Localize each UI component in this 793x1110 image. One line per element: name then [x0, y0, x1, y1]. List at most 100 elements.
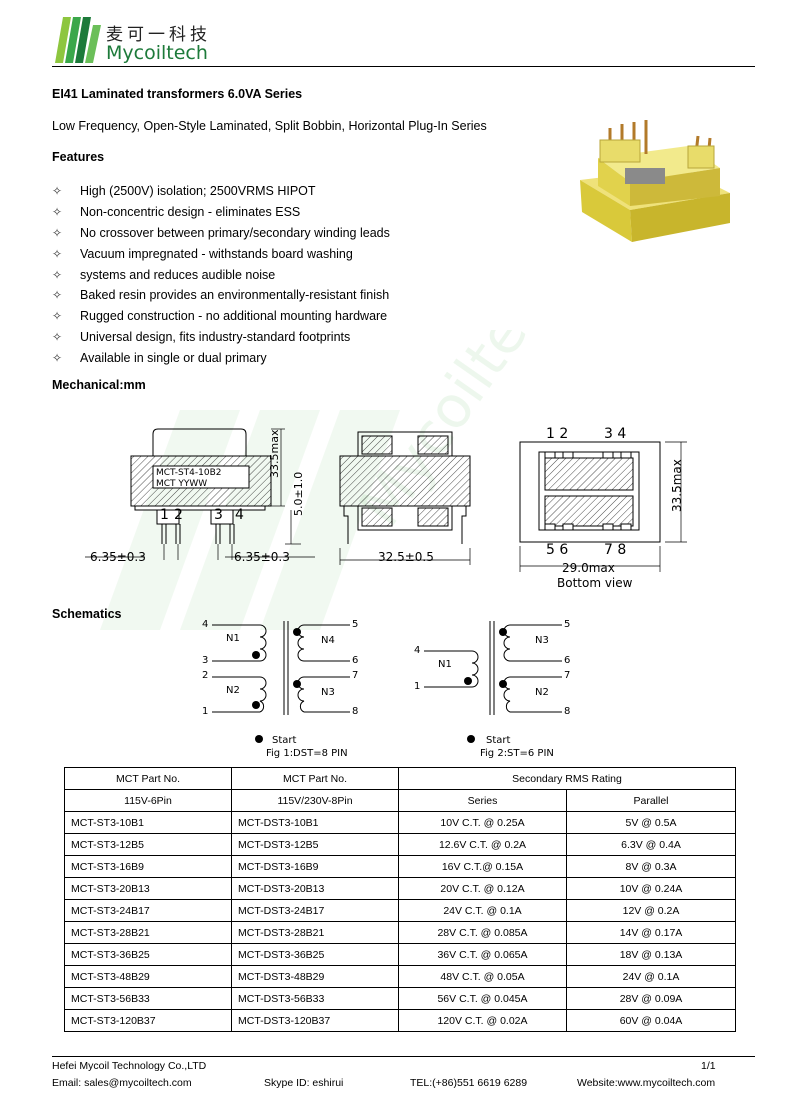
four-point-star-icon: ✧	[52, 350, 63, 365]
series-rating: 36V C.T. @ 0.065A	[398, 943, 567, 966]
bottom-pins-5-6: 5 6	[546, 542, 569, 558]
logo-english-text: Mycoiltech	[106, 42, 208, 64]
feature-text: Non-concentric design - eliminates ESS	[80, 205, 301, 220]
dst-part: MCT-DST3-16B9	[231, 855, 399, 878]
feature-text: Universal design, fits industry-standard…	[80, 329, 351, 344]
bottom-view-caption: Bottom view	[557, 576, 633, 590]
mechanical-front-view	[85, 428, 315, 560]
st-part: MCT-ST3-12B5	[64, 833, 232, 856]
mechanical-bottom-view	[519, 441, 687, 572]
dim-height-front: 33.5max	[268, 429, 281, 478]
bottom-pins-3-4: 3 4	[604, 426, 627, 442]
feature-item: ✧ Baked resin provides an environmentall…	[52, 285, 472, 306]
footer-email[interactable]: Email: sales@mycoiltech.com	[52, 1077, 192, 1089]
feature-item: ✧ No crossover between primary/secondary…	[52, 223, 472, 244]
parallel-rating: 12V @ 0.2A	[566, 899, 736, 922]
fig1-pin-6: 6	[352, 655, 359, 666]
feature-item: ✧ Universal design, fits industry-standa…	[52, 327, 472, 348]
col2-header-a: MCT Part No.	[231, 767, 399, 790]
feature-text: systems and reduces audible noise	[80, 267, 276, 282]
dim-side-width: 32.5±0.5	[378, 550, 434, 564]
bottom-pins-7-8: 7 8	[604, 542, 627, 558]
st-part: MCT-ST3-56B33	[64, 987, 232, 1010]
spec-table: MCT Part No. MCT Part No. Secondary RMS …	[64, 767, 736, 1032]
st-part: MCT-ST3-20B13	[64, 877, 232, 900]
fig2-pin-5: 5	[564, 619, 571, 630]
dst-part: MCT-DST3-56B33	[231, 987, 399, 1010]
dim-left: 6.35±0.3	[90, 550, 146, 564]
dim-bottom-height: 33.5max	[670, 459, 684, 512]
parallel-rating: 60V @ 0.04A	[566, 1009, 736, 1032]
parallel-rating: 10V @ 0.24A	[566, 877, 736, 900]
fig1-pin-2: 2	[202, 670, 209, 681]
table-row: MCT-ST3-120B37 MCT-DST3-120B37 120V C.T.…	[64, 1009, 736, 1032]
parallel-rating: 5V @ 0.5A	[566, 811, 736, 834]
four-point-star-icon: ✧	[52, 309, 63, 324]
series-rating: 56V C.T. @ 0.045A	[398, 987, 567, 1010]
parallel-rating: 8V @ 0.3A	[566, 855, 736, 878]
footer-page-number: 1/1	[701, 1060, 716, 1072]
feature-text: No crossover between primary/secondary w…	[80, 225, 390, 240]
fig1-pin-3: 3	[202, 655, 209, 666]
feature-item: ✧ Vacuum impregnated - withstands board …	[52, 243, 472, 264]
feature-text: Vacuum impregnated - withstands board wa…	[80, 246, 353, 261]
table-row: MCT-ST3-24B17 MCT-DST3-24B17 24V C.T. @ …	[64, 899, 736, 922]
label-line2: MCT YYWW	[156, 479, 208, 489]
logo-chinese-text: 麦可一科技	[106, 25, 211, 45]
series-rating: 28V C.T. @ 0.085A	[398, 921, 567, 944]
feature-text: Available in single or dual primary	[80, 350, 267, 365]
parallel-rating: 14V @ 0.17A	[566, 921, 736, 944]
fig2-pin-1: 1	[414, 681, 421, 692]
header-rule	[52, 66, 755, 67]
table-row: MCT-ST3-10B1 MCT-DST3-10B1 10V C.T. @ 0.…	[64, 811, 736, 834]
dim-pin-length: 5.0±1.0	[292, 471, 305, 516]
fig1-pin-4: 4	[202, 619, 209, 630]
mechanical-heading: Mechanical:mm	[52, 378, 146, 392]
fig1-caption: Fig 1:DST=8 PIN	[266, 748, 348, 759]
series-rating: 48V C.T. @ 0.05A	[398, 965, 567, 988]
four-point-star-icon: ✧	[52, 288, 63, 303]
st-part: MCT-ST3-36B25	[64, 943, 232, 966]
four-point-star-icon: ✧	[52, 267, 63, 282]
table-row: MCT-ST3-12B5 MCT-DST3-12B5 12.6V C.T. @ …	[64, 833, 736, 856]
dst-part: MCT-DST3-36B25	[231, 943, 399, 966]
st-part: MCT-ST3-10B1	[64, 811, 232, 834]
series-rating: 10V C.T. @ 0.25A	[398, 811, 567, 834]
series-rating: 12.6V C.T. @ 0.2A	[398, 833, 567, 856]
footer-company: Hefei Mycoil Technology Co.,LTD	[52, 1060, 207, 1072]
table-subheader-row: 115V-6Pin 115V/230V-8Pin Series Parallel	[64, 789, 736, 812]
features-list: ✧ High (2500V) isolation; 2500VRMS HIPOT…	[52, 181, 472, 368]
fig2-pin-4: 4	[414, 645, 421, 656]
fig1-winding-n1: N1	[226, 633, 240, 644]
dst-part: MCT-DST3-120B37	[231, 1009, 399, 1032]
schematic-fig2	[424, 621, 562, 715]
st-part: MCT-ST3-120B37	[64, 1009, 232, 1032]
col1-header-b: 115V-6Pin	[64, 789, 232, 812]
pin-label-2: 2	[174, 507, 183, 523]
pin-label-4: 4	[235, 507, 244, 523]
series-header: Series	[398, 789, 567, 812]
feature-item: ✧ systems and reduces audible noise	[52, 264, 472, 285]
feature-item: ✧ Rugged construction - no additional mo…	[52, 306, 472, 327]
mechanical-side-view	[339, 431, 471, 565]
fig2-pin-8: 8	[564, 706, 571, 717]
schematic-fig1	[212, 621, 350, 715]
fig1-start-dot-icon	[255, 735, 263, 743]
parallel-rating: 24V @ 0.1A	[566, 965, 736, 988]
four-point-star-icon: ✧	[52, 246, 63, 261]
footer-website[interactable]: Website:www.mycoiltech.com	[577, 1077, 716, 1089]
st-part: MCT-ST3-28B21	[64, 921, 232, 944]
feature-item: ✧ High (2500V) isolation; 2500VRMS HIPOT	[52, 181, 472, 202]
fig1-pin-8: 8	[352, 706, 359, 717]
dim-right: 6.35±0.3	[234, 550, 290, 564]
col2-header-b: 115V/230V-8Pin	[231, 789, 399, 812]
page-subtitle: Low Frequency, Open-Style Laminated, Spl…	[52, 119, 487, 133]
st-part: MCT-ST3-24B17	[64, 899, 232, 922]
company-logo-icon	[55, 17, 101, 63]
parallel-rating: 18V @ 0.13A	[566, 943, 736, 966]
footer-tel: TEL:(+86)551 6619 6289	[410, 1077, 528, 1089]
feature-item: ✧ Available in single or dual primary	[52, 347, 472, 368]
fig1-pin-5: 5	[352, 619, 359, 630]
table-row: MCT-ST3-48B29 MCT-DST3-48B29 48V C.T. @ …	[64, 965, 736, 988]
fig2-caption: Fig 2:ST=6 PIN	[480, 748, 554, 759]
